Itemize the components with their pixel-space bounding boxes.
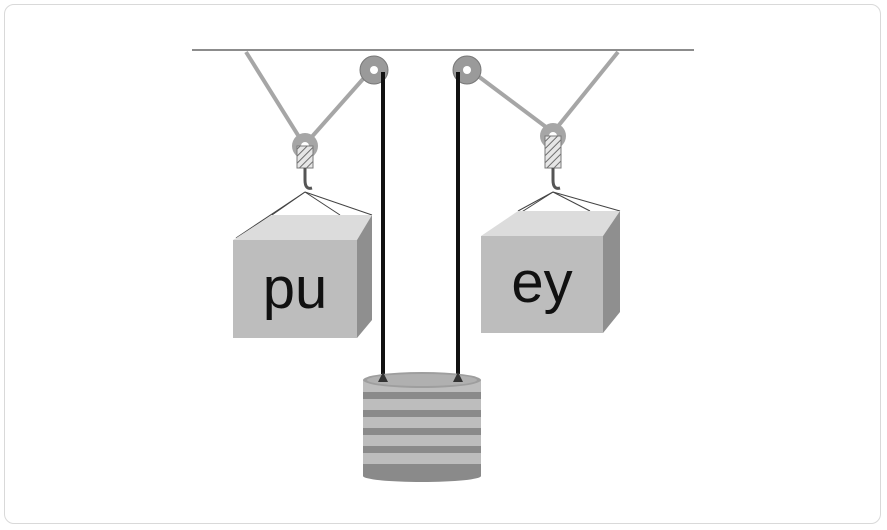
left-support xyxy=(244,50,373,142)
left-rope-anchor xyxy=(378,372,388,382)
weight-stack xyxy=(363,372,481,482)
left-box: pu xyxy=(233,215,372,338)
right-box: ey xyxy=(481,211,620,333)
right-box-label: ey xyxy=(511,250,572,315)
right-rope-anchor xyxy=(453,372,463,382)
right-hook-pulley xyxy=(483,123,621,237)
left-box-label: pu xyxy=(263,256,328,321)
right-support xyxy=(468,50,620,132)
left-hook-pulley xyxy=(235,133,373,239)
